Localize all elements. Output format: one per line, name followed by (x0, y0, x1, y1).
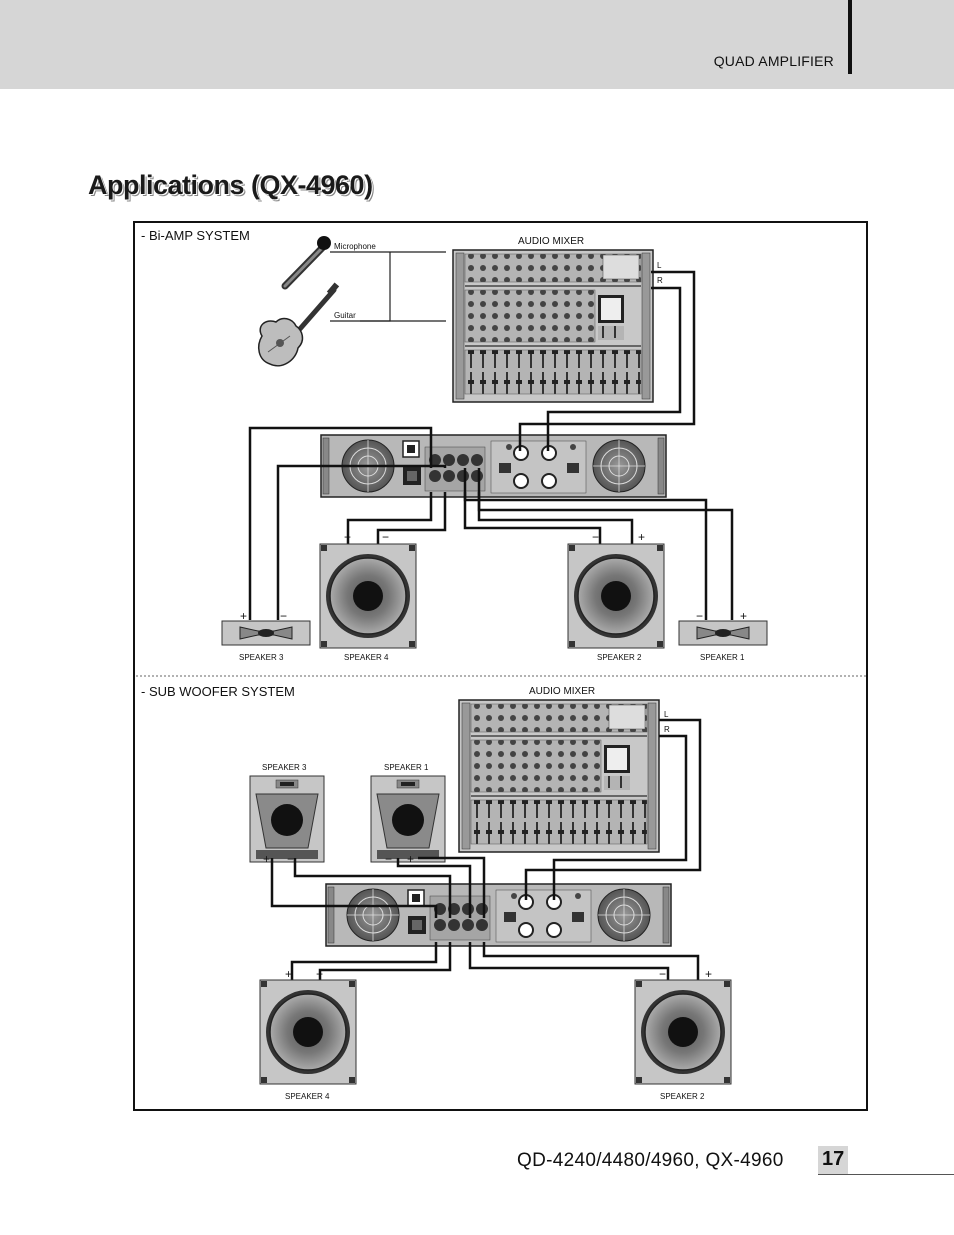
biamp-left-channel: L (657, 261, 662, 270)
biamp-cables (248, 270, 734, 620)
sub-speaker-4 (259, 979, 357, 1085)
diagram-frame (133, 221, 868, 1111)
polarity-minus: − (385, 852, 392, 866)
polarity-plus: + (263, 852, 270, 866)
header-band (0, 0, 954, 89)
biamp-speaker-1-label: SPEAKER 1 (700, 653, 745, 662)
polarity-minus: − (696, 609, 703, 623)
biamp-speaker-4 (319, 543, 417, 649)
guitar-label: Guitar (334, 311, 356, 320)
polarity-plus: + (407, 852, 414, 866)
header-divider (848, 0, 852, 74)
biamp-speaker-3 (221, 620, 311, 646)
polarity-minus: − (280, 609, 287, 623)
polarity-minus: − (659, 967, 666, 981)
biamp-audio-mixer (452, 249, 654, 403)
polarity-minus: − (316, 967, 323, 981)
biamp-section-label: - Bi-AMP SYSTEM (141, 228, 250, 243)
page-title: Applications (QX-4960) (88, 170, 373, 200)
sub-section-label: - SUB WOOFER SYSTEM (141, 684, 295, 699)
microphone-icon (281, 236, 331, 290)
polarity-plus: + (638, 530, 645, 544)
polarity-plus: + (705, 967, 712, 981)
guitar-icon (257, 282, 340, 367)
sub-mixer-label: AUDIO MIXER (529, 686, 595, 697)
sub-speaker-3 (249, 775, 325, 863)
footer-page-box (818, 1146, 848, 1174)
microphone-label: Microphone (334, 242, 376, 251)
biamp-speaker-3-label: SPEAKER 3 (239, 653, 284, 662)
polarity-minus: − (382, 530, 389, 544)
footer-rule (818, 1174, 954, 1175)
sub-speaker-1-label: SPEAKER 1 (384, 763, 429, 772)
biamp-right-channel: R (657, 276, 663, 285)
biamp-speaker-4-label: SPEAKER 4 (344, 653, 389, 662)
biamp-mixer-label: AUDIO MIXER (518, 236, 584, 247)
sub-speaker-1 (370, 775, 446, 863)
sub-amplifier (325, 883, 672, 947)
sub-audio-mixer (458, 699, 660, 853)
polarity-plus: + (240, 609, 247, 623)
sub-speaker-2-label: SPEAKER 2 (660, 1092, 705, 1101)
page-number: 17 (822, 1148, 845, 1170)
biamp-speaker-2 (567, 543, 665, 649)
polarity-minus: − (592, 530, 599, 544)
polarity-plus: + (344, 530, 351, 544)
sub-cables (270, 718, 702, 980)
biamp-speaker-1 (678, 620, 768, 646)
header-label: QUAD AMPLIFIER (713, 53, 834, 69)
polarity-plus: + (285, 967, 292, 981)
sub-speaker-3-label: SPEAKER 3 (262, 763, 307, 772)
polarity-minus: − (287, 852, 294, 866)
sub-speaker-4-label: SPEAKER 4 (285, 1092, 330, 1101)
footer-model: QD-4240/4480/4960, QX-4960 (517, 1150, 784, 1171)
sub-speaker-2 (634, 979, 732, 1085)
polarity-plus: + (740, 609, 747, 623)
biamp-speaker-2-label: SPEAKER 2 (597, 653, 642, 662)
sub-right-channel: R (664, 725, 670, 734)
sub-left-channel: L (664, 710, 669, 719)
